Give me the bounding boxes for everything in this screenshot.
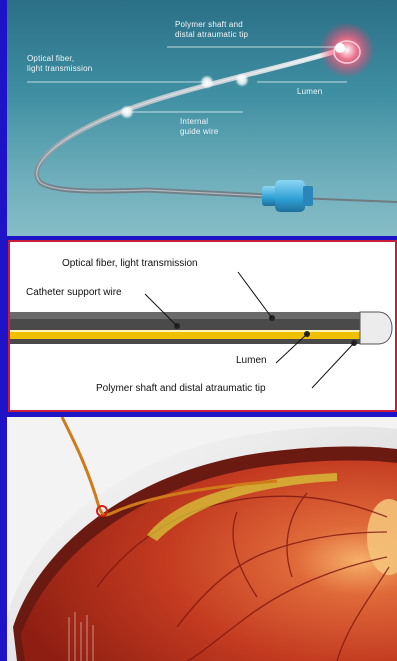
eye-cross-section-illustration [7,417,397,661]
label-guide-wire: Internal guide wire [180,117,218,137]
label-polymer-shaft: Polymer shaft and distal atraumatic tip [175,20,248,40]
glowing-tip [319,22,375,78]
catheter-render-panel: Polymer shaft and distal atraumatic tip … [7,0,397,236]
label-polymer-shaft: Polymer shaft and distal atraumatic tip [96,383,266,395]
catheter-hub [262,180,313,212]
retina [21,461,397,661]
label-lumen: Lumen [297,87,322,97]
schematic-tip [360,312,392,344]
leader-line [312,343,354,388]
eye-cross-section-panel [7,417,397,661]
label-optical-fiber: Optical fiber, light transmission [27,54,92,74]
leader-line [238,272,272,318]
label-lumen: Lumen [236,355,267,367]
label-support-wire: Catheter support wire [26,287,122,299]
marker-dot [235,73,249,87]
catheter-schematic-panel: Optical fiber, light transmission Cathet… [8,240,397,412]
label-optical-fiber: Optical fiber, light transmission [62,258,198,270]
